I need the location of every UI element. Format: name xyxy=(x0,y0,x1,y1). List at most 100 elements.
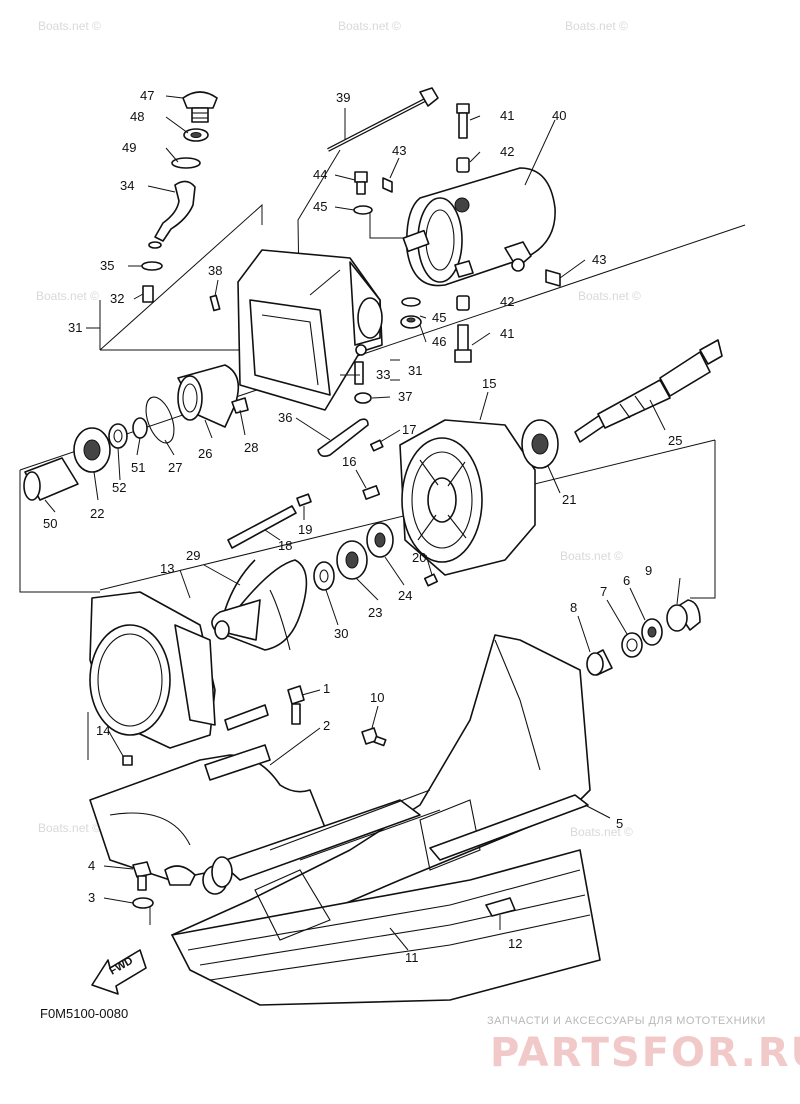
callout-23: 23 xyxy=(368,605,382,620)
part-28-bolt xyxy=(231,397,249,414)
callout-51: 51 xyxy=(131,460,145,475)
part-49-clip xyxy=(171,157,201,169)
part-33-fitting xyxy=(354,361,364,385)
callout-39: 39 xyxy=(336,90,350,105)
callout-38: 38 xyxy=(208,263,222,278)
callout-17: 17 xyxy=(402,422,416,437)
part-41-screw xyxy=(456,103,470,139)
part-45b-washer xyxy=(401,297,421,307)
part-13-housing-ring xyxy=(89,591,216,749)
part-44-bolt xyxy=(354,171,368,195)
part-50-sleeve xyxy=(23,457,79,501)
callout-46: 46 xyxy=(432,334,446,349)
part-32-nipple xyxy=(142,285,154,303)
callout-45: 45 xyxy=(313,199,327,214)
callout-31-repeat: 31 xyxy=(408,363,422,378)
callout-43: 43 xyxy=(392,143,406,158)
part-14-pin xyxy=(122,755,133,766)
callout-14: 14 xyxy=(96,723,110,738)
callout-21: 21 xyxy=(562,492,576,507)
part-10-bolt xyxy=(361,727,387,747)
callout-8: 8 xyxy=(570,600,577,615)
callout-37: 37 xyxy=(398,389,412,404)
callout-44: 44 xyxy=(313,167,327,182)
callout-22: 22 xyxy=(90,506,104,521)
part-25-drive-shaft xyxy=(574,339,723,443)
callout-25: 25 xyxy=(668,433,682,448)
part-19-pin xyxy=(296,493,312,507)
part-34-hose xyxy=(148,180,196,249)
callout-31: 31 xyxy=(68,320,82,335)
callout-12: 12 xyxy=(508,936,522,951)
part-17-pin xyxy=(369,439,384,452)
part-47-cap xyxy=(182,91,218,123)
part-22-bearing xyxy=(73,427,111,473)
watermark: Boats.net © xyxy=(38,821,101,835)
callout-19: 19 xyxy=(298,522,312,537)
part-6-ring xyxy=(641,618,663,646)
callout-49: 49 xyxy=(122,140,136,155)
part-9-cap xyxy=(666,599,701,632)
callout-27: 27 xyxy=(168,460,182,475)
callout-10: 10 xyxy=(370,690,384,705)
part-23-bearing xyxy=(336,540,368,580)
callout-43-repeat: 43 xyxy=(592,252,606,267)
callout-48: 48 xyxy=(130,109,144,124)
watermark: Boats.net © xyxy=(38,19,101,33)
callout-41: 41 xyxy=(500,108,514,123)
part-12-plate xyxy=(485,897,516,917)
callout-15: 15 xyxy=(482,376,496,391)
part-48-nut xyxy=(183,128,209,142)
part-39-bolt xyxy=(327,87,439,152)
part-46-bushing xyxy=(400,315,422,329)
callout-16: 16 xyxy=(342,454,356,469)
callout-24: 24 xyxy=(398,588,412,603)
shop-tagline: ЗАПЧАСТИ И АКСЕССУАРЫ ДЛЯ МОТОТЕХНИКИ xyxy=(487,1015,766,1027)
callout-7: 7 xyxy=(600,584,607,599)
part-37-clamp xyxy=(354,392,372,404)
part-24-seal xyxy=(366,522,394,558)
part-4-bolt xyxy=(132,861,152,891)
shop-logo: PARTSFOR.RU xyxy=(490,1030,800,1076)
part-38-pin xyxy=(209,294,221,312)
part-45-washer xyxy=(353,205,373,215)
callout-34: 34 xyxy=(120,178,134,193)
callout-41-repeat: 41 xyxy=(500,326,514,341)
part-3-washer xyxy=(132,897,154,909)
part-15-impeller-housing xyxy=(399,419,536,576)
callout-42: 42 xyxy=(500,144,514,159)
part-27-o-ring xyxy=(145,396,175,444)
part-51-washer xyxy=(132,417,148,439)
part-26-elbow xyxy=(177,364,240,428)
part-1-bolt xyxy=(287,685,305,725)
part-16-dowel xyxy=(362,485,381,500)
callout-3: 3 xyxy=(88,890,95,905)
callout-50: 50 xyxy=(43,516,57,531)
callout-32: 32 xyxy=(110,291,124,306)
watermark: Boats.net © xyxy=(338,19,401,33)
watermark: Boats.net © xyxy=(560,549,623,563)
callout-6: 6 xyxy=(623,573,630,588)
part-7-ring xyxy=(621,632,643,658)
part-5-strip xyxy=(429,794,589,861)
callout-9: 9 xyxy=(645,563,652,578)
part-31-duct-housing xyxy=(237,249,383,411)
callout-leader-lines xyxy=(44,95,681,951)
watermark: Boats.net © xyxy=(565,19,628,33)
part-43-screw xyxy=(382,177,393,193)
part-43b-screw xyxy=(545,269,561,287)
watermark: Boats.net © xyxy=(578,289,641,303)
callout-13: 13 xyxy=(160,561,174,576)
callout-30: 30 xyxy=(334,626,348,641)
callout-5: 5 xyxy=(616,816,623,831)
callout-47: 47 xyxy=(140,88,154,103)
callout-labels: 47 48 49 34 35 32 31 38 39 41 42 40 43 4… xyxy=(43,88,682,965)
callout-20: 20 xyxy=(412,550,426,565)
callout-29: 29 xyxy=(186,548,200,563)
callout-45-repeat: 45 xyxy=(432,310,446,325)
part-42-spacer xyxy=(456,157,470,173)
watermarks: Boats.net © Boats.net © Boats.net © Boat… xyxy=(36,19,641,839)
part-20-pin xyxy=(423,573,439,587)
part-21-bearing xyxy=(521,419,559,469)
